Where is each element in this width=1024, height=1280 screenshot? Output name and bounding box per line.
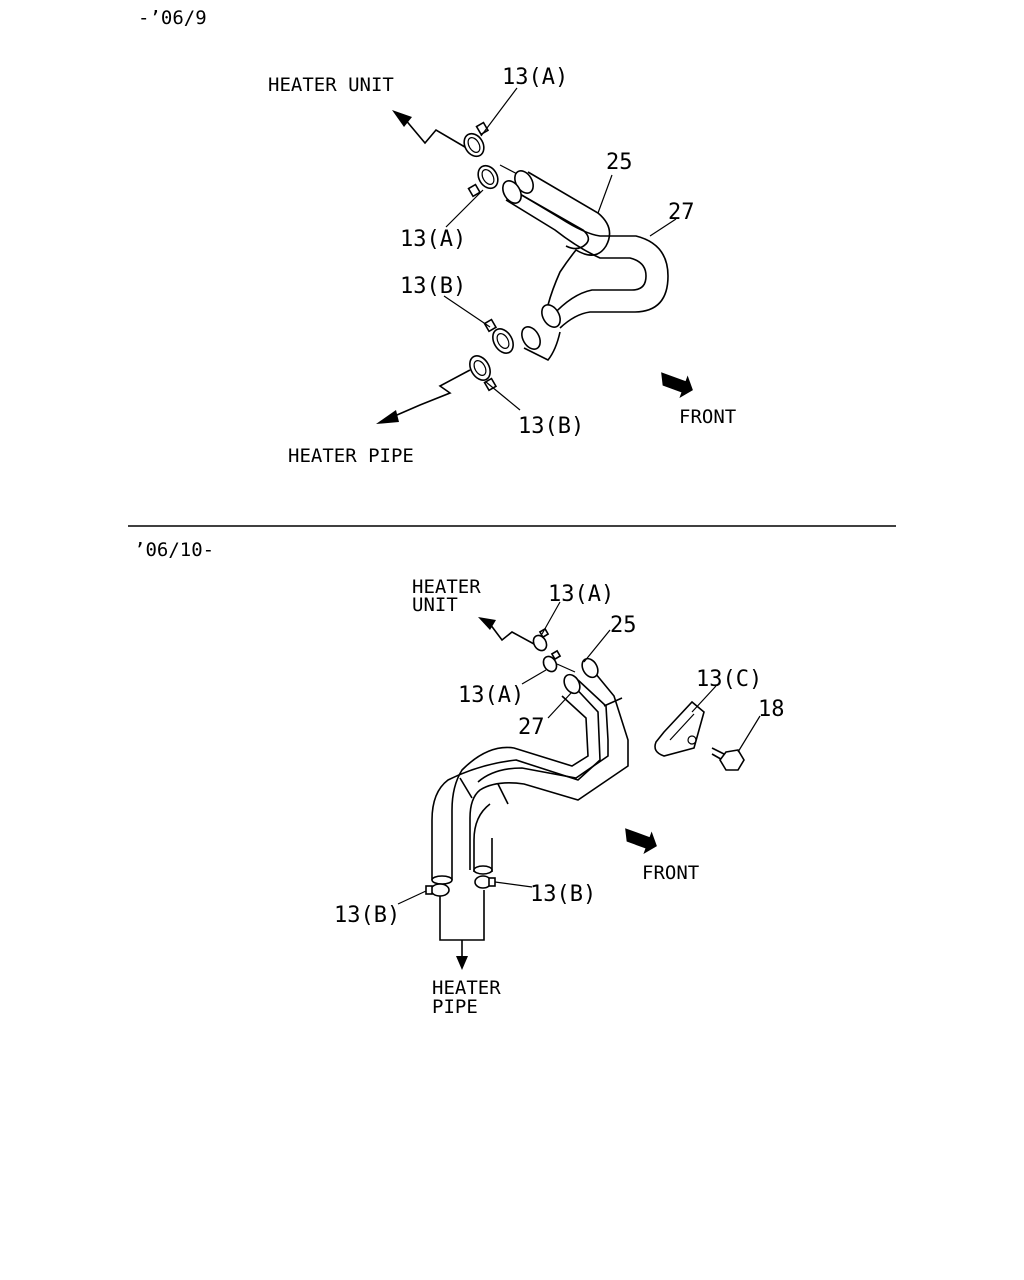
top-clamp-13a-upper	[463, 121, 490, 158]
bottom-callout-13b-right: 13(B)	[530, 882, 596, 907]
bottom-clamp-13c	[654, 700, 705, 757]
top-heater-unit-arrow	[392, 110, 526, 179]
top-callout-13a-upper: 13(A)	[502, 65, 568, 90]
bottom-heater-unit-label-line1: HEATER	[412, 576, 481, 598]
top-hose-27	[502, 180, 669, 362]
top-leaders	[443, 87, 677, 411]
bottom-heater-unit-label-line2: UNIT	[412, 594, 458, 616]
bottom-leaders	[397, 601, 761, 905]
top-date-range: -’06/9	[138, 7, 207, 29]
top-callout-13b-lower: 13(B)	[518, 414, 584, 439]
top-section: -’06/9 HEATER UNIT	[138, 7, 736, 467]
bottom-clamp-13a-lower	[542, 649, 562, 673]
bottom-clamp-13b-right	[474, 875, 496, 889]
bottom-callout-13c: 13(C)	[696, 667, 762, 692]
bottom-hose-27	[431, 681, 601, 880]
bottom-bolt-18	[711, 747, 745, 771]
bottom-date-range: ’06/10-	[134, 539, 214, 561]
bottom-front-label: FRONT	[642, 862, 699, 884]
top-front-arrow-icon	[661, 372, 693, 399]
top-heater-pipe-arrow	[376, 369, 471, 424]
top-callout-13a-lower: 13(A)	[400, 227, 466, 252]
top-clamp-13b-upper	[483, 318, 514, 354]
bottom-callout-18: 18	[758, 697, 785, 722]
bottom-section: ’06/10- HEATER UNIT	[134, 539, 785, 1018]
bottom-heater-pipe-arrow	[439, 890, 485, 970]
bottom-hose-25	[469, 661, 629, 870]
top-callout-13b-upper: 13(B)	[400, 274, 466, 299]
bottom-callout-13a-upper: 13(A)	[548, 582, 614, 607]
bottom-clamp-13a-upper	[532, 627, 550, 652]
top-hose-25	[514, 170, 611, 306]
bottom-heater-pipe-label-line1: HEATER	[432, 977, 501, 999]
bottom-heater-pipe-label-line2: PIPE	[432, 996, 478, 1018]
top-callout-27: 27	[668, 200, 695, 225]
top-clamp-13b-lower	[469, 355, 498, 392]
top-heater-unit-label: HEATER UNIT	[268, 74, 394, 96]
top-clamp-13a-lower	[467, 164, 499, 198]
bottom-callout-13a-lower: 13(A)	[458, 683, 524, 708]
top-heater-pipe-label: HEATER PIPE	[288, 445, 414, 467]
bottom-heater-unit-arrow	[478, 617, 576, 673]
bottom-callout-27: 27	[518, 715, 545, 740]
top-front-label: FRONT	[679, 406, 736, 428]
bottom-clamp-13b-left	[425, 883, 450, 897]
bottom-callout-25: 25	[610, 613, 637, 638]
bottom-hose-ends	[431, 657, 623, 885]
top-callout-25: 25	[606, 150, 633, 175]
bottom-front-arrow-icon	[625, 828, 657, 855]
bottom-callout-13b-left: 13(B)	[334, 903, 400, 928]
